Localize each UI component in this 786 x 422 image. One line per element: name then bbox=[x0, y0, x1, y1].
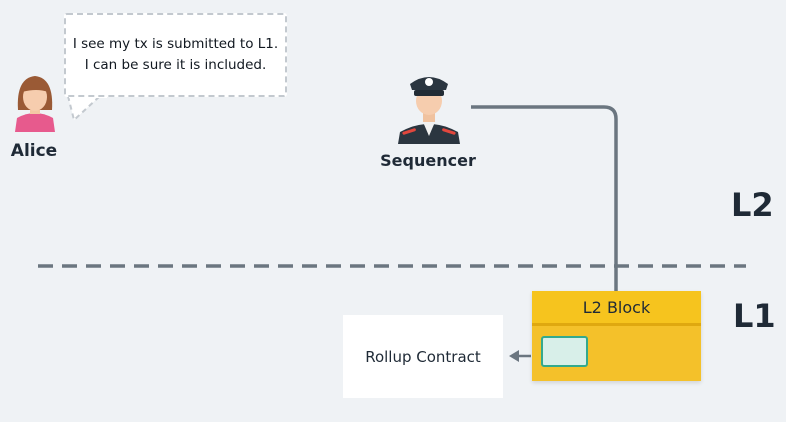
sequencer-to-block-line bbox=[471, 105, 618, 292]
speech-bubble: I see my tx is submitted to L1. I can be… bbox=[64, 13, 287, 97]
l2-block-label: L2 Block bbox=[582, 297, 651, 317]
rollup-contract-label: Rollup Contract bbox=[365, 347, 481, 366]
woman-avatar-icon bbox=[15, 76, 55, 132]
rollup-contract-box: Rollup Contract bbox=[343, 315, 503, 398]
l2-block-header: L2 Block bbox=[532, 291, 701, 326]
layer-label-l1: L1 bbox=[733, 297, 776, 335]
speech-bubble-line2: I can be sure it is included. bbox=[84, 57, 267, 73]
alice-name: Alice bbox=[10, 141, 58, 161]
officer-avatar-icon bbox=[398, 77, 460, 144]
transaction-item bbox=[541, 336, 588, 367]
sequencer-name: Sequencer bbox=[380, 151, 476, 170]
arrow-to-contract-head bbox=[509, 350, 519, 362]
speech-bubble-line1: I see my tx is submitted to L1. bbox=[72, 36, 279, 52]
l2-block: L2 Block bbox=[532, 291, 701, 381]
layer-label-l2: L2 bbox=[731, 186, 774, 224]
